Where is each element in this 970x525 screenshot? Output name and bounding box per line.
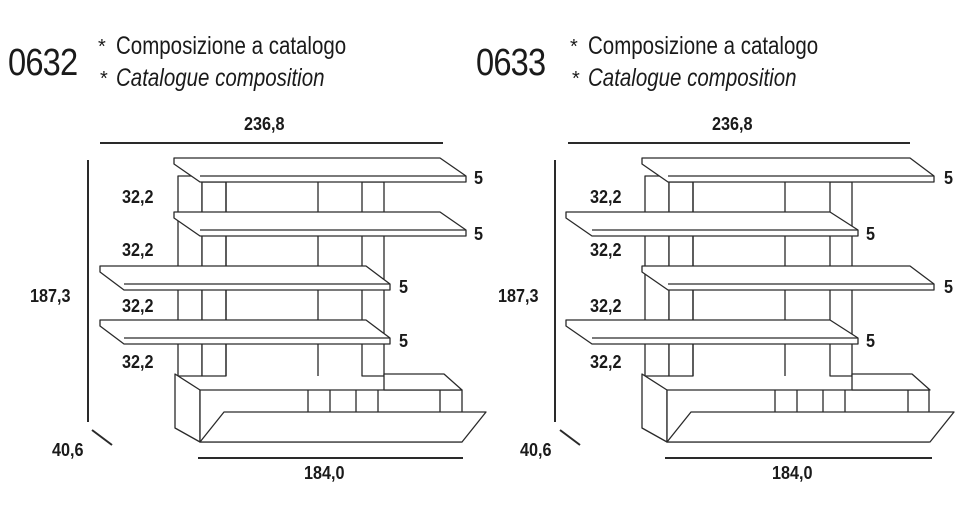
asterisk: * <box>570 36 578 58</box>
shelf-gap: 32,2 <box>590 352 622 372</box>
shelf-gap: 32,2 <box>590 187 622 207</box>
bookcase-0633 <box>554 142 955 459</box>
shelf-thickness: 5 <box>399 277 409 297</box>
asterisk: * <box>572 68 580 90</box>
shelf-gap: 32,2 <box>122 187 154 207</box>
asterisk: * <box>100 68 108 90</box>
shelf-gap: 32,2 <box>122 352 154 372</box>
title-english: Catalogue composition <box>116 64 325 92</box>
base-width-dimension: 184,0 <box>304 463 345 483</box>
asterisk: * <box>98 36 106 58</box>
height-dimension: 187,3 <box>30 286 71 306</box>
shelf-thickness: 5 <box>866 331 876 351</box>
shelf-thickness: 5 <box>399 331 409 351</box>
shelf-thickness: 5 <box>474 224 484 244</box>
shelf-gap: 32,2 <box>122 296 154 316</box>
shelf-thickness: 5 <box>944 168 954 188</box>
title-english: Catalogue composition <box>588 64 797 92</box>
composition-code: 0632 <box>8 42 78 84</box>
width-dimension: 236,8 <box>712 114 753 134</box>
title-italian: Composizione a catalogo <box>116 32 347 60</box>
depth-dimension: 40,6 <box>520 440 552 460</box>
shelf-thickness: 5 <box>944 277 954 297</box>
title-italian: Composizione a catalogo <box>588 32 819 60</box>
height-dimension: 187,3 <box>498 286 539 306</box>
composition-code: 0633 <box>476 42 546 84</box>
shelf-gap: 32,2 <box>122 240 154 260</box>
shelf-gap: 32,2 <box>590 240 622 260</box>
shelf-thickness: 5 <box>474 168 484 188</box>
shelf-gap: 32,2 <box>590 296 622 316</box>
bookcase-0632 <box>87 142 487 459</box>
base-width-dimension: 184,0 <box>772 463 813 483</box>
shelf-thickness: 5 <box>866 224 876 244</box>
depth-dimension: 40,6 <box>52 440 84 460</box>
width-dimension: 236,8 <box>244 114 285 134</box>
